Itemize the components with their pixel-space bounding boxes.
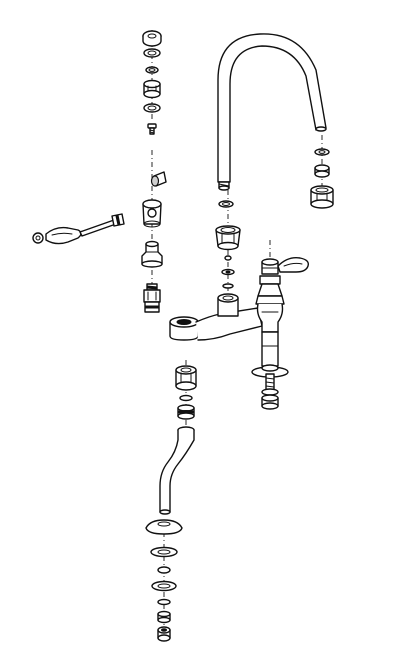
- left-olive-nut: [175, 365, 197, 391]
- headwork-cartridge: [143, 283, 161, 313]
- left-coupling: [177, 394, 195, 420]
- headwork-bell: [141, 240, 163, 268]
- base-washers-stack: [150, 546, 178, 642]
- handle-spindle-rod: [79, 213, 125, 237]
- top-washers-stack: [142, 30, 162, 113]
- spout-small-parts: [221, 255, 235, 289]
- spout-collar-nut: [215, 225, 241, 251]
- swan-neck-spout: [217, 33, 327, 208]
- right-valve-body: [255, 258, 285, 333]
- spout-olive-nut: [310, 185, 334, 209]
- bridge-body: [169, 293, 263, 341]
- cranked-tail-pipe: [159, 426, 195, 515]
- right-tail-shank: [251, 331, 289, 410]
- spout-washers: [314, 148, 330, 178]
- shroud-left: [142, 199, 162, 228]
- indicator-cap: [150, 171, 167, 187]
- handle-lever-right: [277, 256, 310, 273]
- small-screw: [147, 123, 157, 135]
- base-flange: [145, 519, 183, 535]
- handle-lever-left: [32, 226, 82, 245]
